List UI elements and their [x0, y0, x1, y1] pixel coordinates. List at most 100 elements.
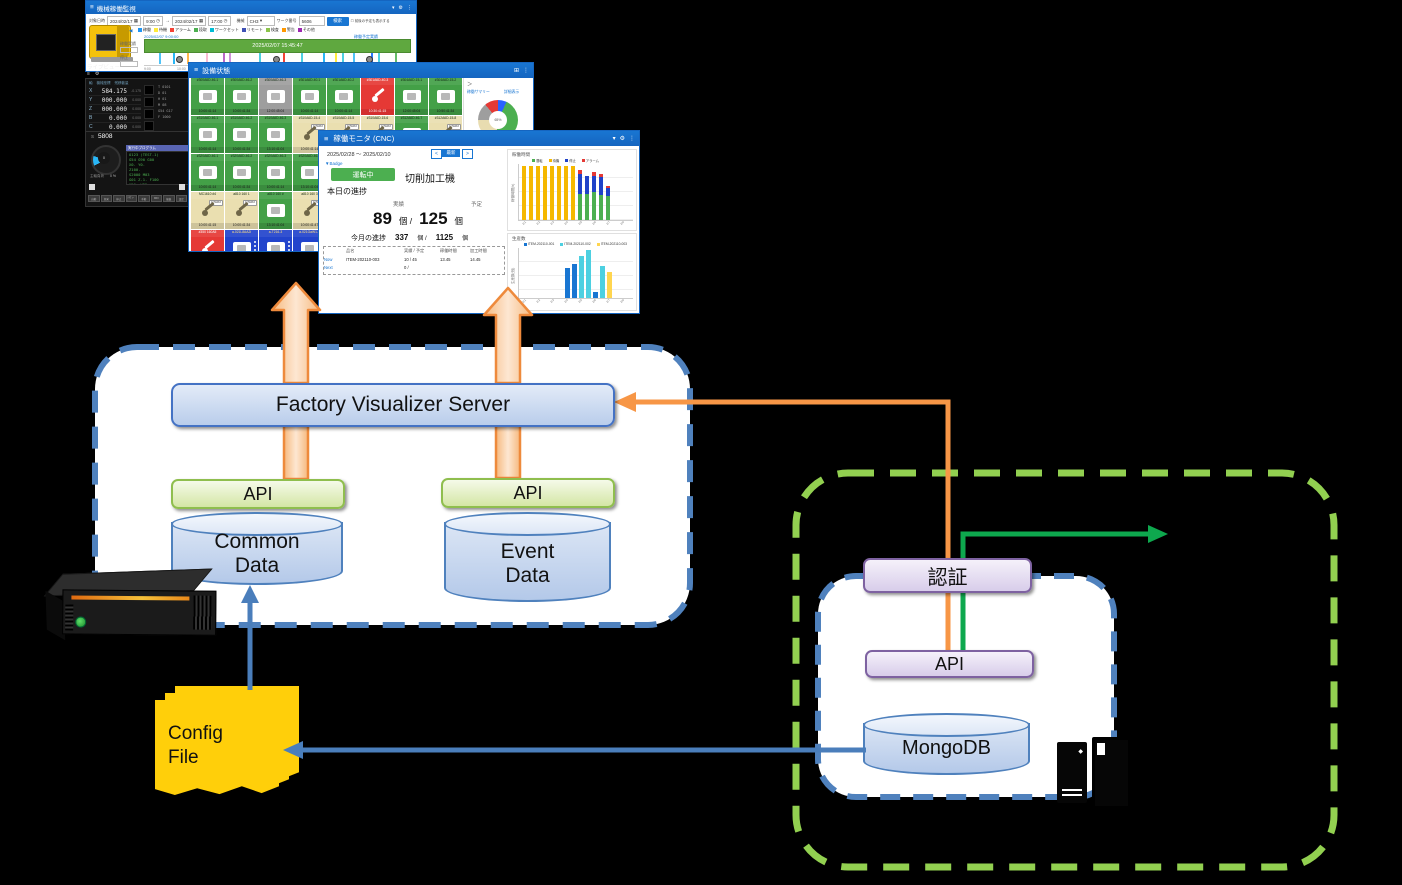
dash-titlebar: ≡ 稼働モニタ (CNC) ▾ ⚙ ⋮	[319, 131, 639, 146]
month-label: 今月の進捗	[351, 235, 386, 242]
tile-name: #350 160A5	[191, 230, 224, 237]
api-outbound-line	[960, 531, 1150, 650]
axis-name: B	[89, 115, 93, 121]
tile-timestamp: 10:00:41:34	[225, 109, 258, 115]
machine-icon	[327, 85, 360, 109]
table-header-cell: 加工時間	[470, 248, 487, 253]
liveview-menu-icon[interactable]: ≡	[87, 71, 90, 77]
machine-control-button[interactable]: 編集	[163, 195, 175, 202]
timeline-event-tick	[323, 53, 325, 64]
filter-icon[interactable]: ▾	[392, 4, 395, 11]
liveview-settings-icon[interactable]: ⚙	[95, 71, 100, 77]
stacked-bar	[536, 166, 540, 220]
machine-control-button[interactable]: MDI	[150, 195, 162, 202]
legend-swatch	[524, 242, 527, 246]
tile-name: #304A6D-15-1	[395, 78, 428, 85]
menu-icon[interactable]: ≡	[324, 134, 329, 143]
uptime-chart-plot	[518, 164, 633, 221]
search-button[interactable]: 検索	[326, 16, 349, 26]
show-schedule-checkbox[interactable]: ☐ 前後の予定も表示する	[350, 18, 390, 23]
more-icon[interactable]: ⋮	[523, 68, 529, 74]
machine-tile[interactable]: #350 160A510:00:41:15	[191, 230, 224, 251]
grid-view-icon[interactable]: ⊞	[513, 68, 519, 74]
settings-icon[interactable]: ⚙	[398, 4, 403, 11]
menu-icon[interactable]: ≡	[90, 4, 94, 11]
legend-label: ワークセット	[214, 27, 239, 32]
settings-icon[interactable]: ⚙	[619, 136, 625, 142]
badge-link[interactable]: ▼Badge	[325, 161, 343, 166]
time-to-input[interactable]: 17:00 ◷	[208, 16, 231, 26]
chart-legend-item: 待機	[548, 158, 560, 163]
next-button[interactable]: >	[462, 149, 473, 159]
production-chart-plot	[518, 248, 633, 299]
liveview-title: ライブビュー	[87, 65, 121, 71]
chart-legend-item: 停止	[565, 158, 576, 163]
legend-label: リモート	[246, 27, 263, 32]
time-from-input[interactable]: 9:00 ◷	[143, 16, 164, 26]
legend-label: 停止	[569, 159, 576, 163]
month-plan: 1125	[435, 233, 454, 242]
modal-row: G54 G17	[158, 109, 173, 113]
machine-select[interactable]: CH3 ▾	[246, 16, 275, 26]
more-icon[interactable]: ⋮	[629, 136, 635, 142]
chart-legend-item: アラーム	[581, 158, 599, 163]
bar-segment	[599, 174, 603, 177]
gantt-bar[interactable]: 2025/02/07 15:45:47	[144, 39, 411, 53]
timeline-marker-icon[interactable]	[176, 56, 183, 63]
prev-button[interactable]: <	[431, 149, 442, 159]
machine-control-button[interactable]: 自動	[88, 195, 100, 202]
stacked-bar	[564, 166, 568, 220]
corner-button-left[interactable]	[89, 184, 95, 190]
ruler-label: 9:00	[144, 67, 151, 71]
gantt-plan-link[interactable]: 稼働予定実績	[354, 34, 378, 39]
machine-control-button[interactable]: リセット	[125, 195, 137, 202]
work-input[interactable]: 5606	[298, 16, 325, 26]
legend-label: 待機	[552, 159, 560, 163]
tile-name: MC1610 #4	[191, 192, 224, 199]
machine-tile[interactable]: a-T216-3TY8 ER KN	[259, 230, 292, 251]
legend-back-button[interactable]: ◀	[129, 28, 133, 33]
machine-tile[interactable]: a-021GaW1-8TY8 ER KN	[293, 230, 326, 251]
machine-icon	[293, 85, 326, 109]
menu-icon[interactable]: ≡	[194, 67, 199, 74]
latest-button[interactable]: 最新	[442, 149, 460, 157]
collapse-icon[interactable]: ＞	[467, 82, 473, 88]
detail-link[interactable]: 詳細表示	[504, 90, 520, 94]
date-to-input[interactable]: 2024/02/17 ▦	[172, 16, 207, 26]
legend-swatch	[532, 159, 535, 162]
machine-control-button[interactable]: 停止	[113, 195, 125, 202]
machine-tile[interactable]: a-021L8AA2iTY8 ER KN	[225, 230, 258, 251]
summary-link[interactable]: 稼働サマリー	[467, 90, 490, 94]
more-icon[interactable]: ⋮	[407, 4, 412, 11]
machine-control-button[interactable]: 単発	[100, 195, 112, 202]
axis-position: 000.000	[101, 105, 127, 113]
machine-control-button[interactable]: 設定	[175, 195, 187, 202]
filter-icon[interactable]: ▾	[612, 136, 616, 142]
machine-control-button[interactable]: 手動	[138, 195, 150, 202]
date-range[interactable]: 2025/02/28 〜 2025/02/10	[327, 152, 391, 158]
program-line: Z100.	[129, 166, 141, 172]
block-arrow-to-dashboard	[482, 286, 534, 385]
machine-tile[interactable]: a810 160 #13:10:41:04	[259, 192, 292, 229]
tile-name: #301A6D-40-3	[361, 78, 394, 85]
corner-button-right[interactable]	[179, 184, 185, 190]
table-cell: 14.45	[470, 256, 481, 262]
